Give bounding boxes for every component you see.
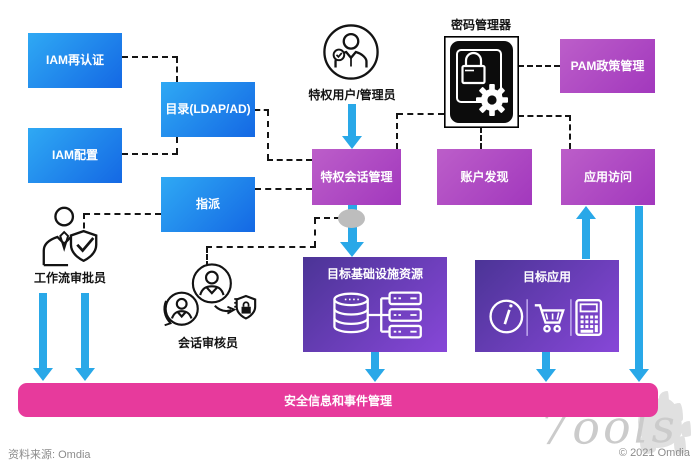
dash-iamconfig-directory-v bbox=[176, 137, 178, 154]
dash-directory-session-h1 bbox=[255, 109, 269, 111]
dash-pwdmgr-discovery-v bbox=[480, 127, 482, 149]
session-auditor-caption: 会话审核员 bbox=[177, 336, 238, 350]
siem-bar-label: 安全信息和事件管理 bbox=[283, 393, 392, 408]
arrow-privuser-to-session bbox=[342, 104, 362, 149]
dash-auditor-v1 bbox=[206, 247, 208, 267]
arrow-approver-to-siem-2 bbox=[75, 293, 95, 381]
dash-assign-session-h bbox=[255, 188, 312, 190]
box-assign: 指派 bbox=[161, 177, 255, 232]
box-iam-reauth-label: IAM再认证 bbox=[46, 53, 104, 67]
arrow-app-to-siem bbox=[536, 352, 556, 382]
box-target-infra: 目标基础设施资源 bbox=[303, 257, 447, 352]
dash-auditor-v2 bbox=[314, 218, 316, 247]
siem-bar: 安全信息和事件管理 bbox=[18, 383, 658, 417]
box-iam-reauth: IAM再认证 bbox=[28, 33, 122, 88]
box-priv-session-label: 特权会话管理 bbox=[320, 169, 393, 184]
info-icon bbox=[489, 299, 524, 334]
dash-pwdmgr-session-v bbox=[396, 113, 398, 149]
privileged-user-caption: 特权用户/管理员 bbox=[308, 88, 396, 102]
database-tree-icon bbox=[323, 289, 427, 341]
applications-icons bbox=[487, 293, 607, 340]
box-app-access-label: 应用访问 bbox=[583, 169, 632, 184]
dash-pwdmgr-pampolicy-h bbox=[518, 65, 560, 67]
session-auditor-icon bbox=[156, 262, 258, 334]
dash-pwdmgr-session-h bbox=[397, 113, 444, 115]
dash-assign-approver-h bbox=[84, 213, 161, 215]
dash-iamreauth-directory-v bbox=[176, 57, 178, 82]
box-target-infra-label: 目标基础设施资源 bbox=[326, 267, 423, 281]
privileged-user-icon bbox=[322, 23, 380, 81]
dash-auditor-h1 bbox=[206, 246, 316, 248]
password-manager-caption: 密码管理器 bbox=[450, 18, 511, 32]
box-assign-label: 指派 bbox=[195, 197, 220, 211]
connector-ellipse bbox=[338, 209, 365, 228]
dash-iamconfig-directory-h bbox=[122, 153, 178, 155]
box-pam-policy-label: PAM政策管理 bbox=[570, 58, 645, 73]
password-manager-icon bbox=[444, 36, 519, 128]
box-pam-policy: PAM政策管理 bbox=[560, 39, 655, 93]
workflow-approver-icon bbox=[36, 204, 104, 268]
workflow-approver-caption: 工作流审批员 bbox=[33, 271, 106, 285]
box-iam-config: IAM配置 bbox=[28, 128, 122, 183]
box-directory-label: 目录(LDAP/AD) bbox=[165, 102, 251, 116]
dash-pwdmgr-appaccess-h bbox=[518, 115, 571, 117]
dash-assign-approver-v bbox=[83, 213, 85, 238]
box-target-app: 目标应用 bbox=[475, 260, 619, 352]
box-target-app-label: 目标应用 bbox=[522, 270, 571, 284]
dash-directory-session-h2 bbox=[267, 159, 312, 161]
dash-pwdmgr-appaccess-v bbox=[569, 115, 571, 149]
box-account-discovery-label: 账户发现 bbox=[460, 169, 509, 184]
arrow-appaccess-to-siem bbox=[629, 206, 649, 382]
box-iam-config-label: IAM配置 bbox=[52, 148, 98, 162]
box-priv-session: 特权会话管理 bbox=[312, 149, 401, 205]
dash-iamreauth-directory-h bbox=[122, 56, 178, 58]
arrow-infra-to-siem bbox=[365, 352, 385, 382]
source-note: 资料来源: Omdia bbox=[8, 449, 91, 461]
dash-directory-session-v bbox=[267, 110, 269, 160]
arrow-app-to-appaccess bbox=[576, 206, 596, 259]
arrow-approver-to-siem-1 bbox=[33, 293, 53, 381]
box-app-access: 应用访问 bbox=[561, 149, 655, 205]
box-directory: 目录(LDAP/AD) bbox=[161, 82, 255, 137]
box-account-discovery: 账户发现 bbox=[437, 149, 532, 205]
copyright-note: © 2021 Omdia bbox=[618, 447, 690, 459]
dash-auditor-ellipse-h bbox=[314, 217, 340, 219]
